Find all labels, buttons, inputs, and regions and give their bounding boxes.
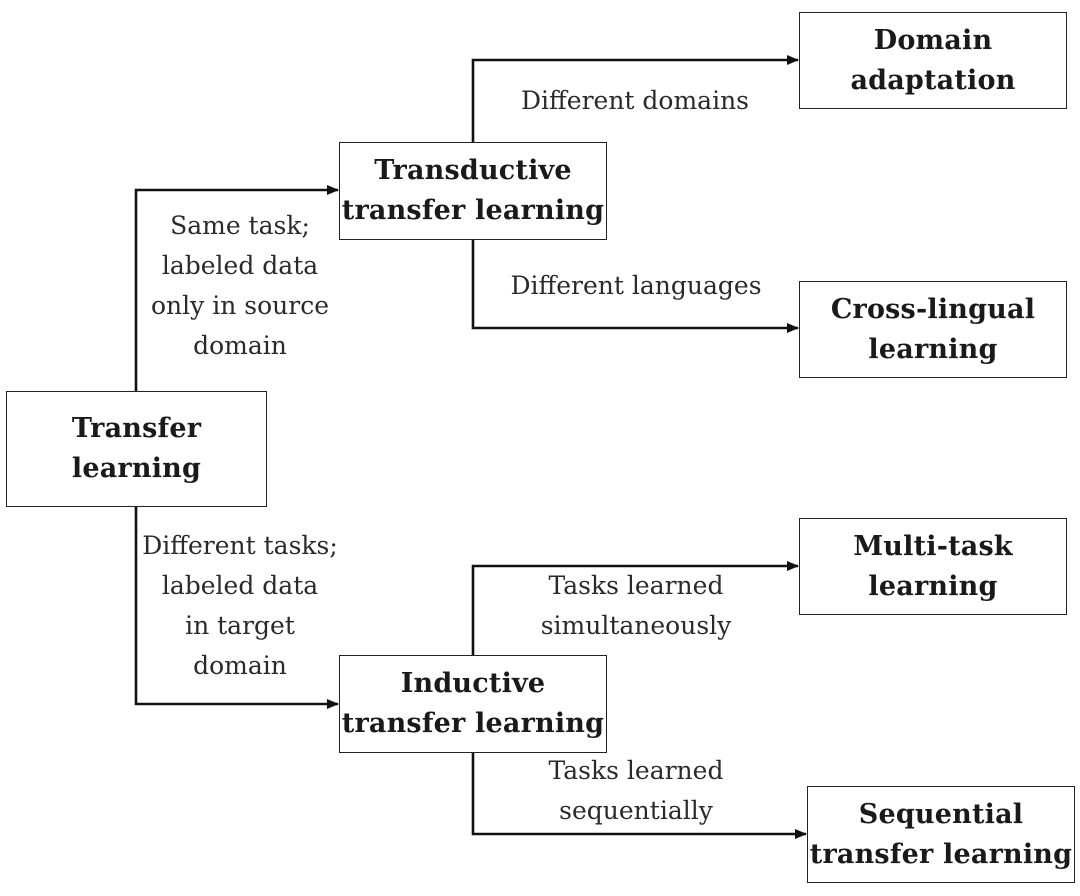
node-sequential-transfer-learning: Sequential transfer learning [807,786,1075,883]
node-label-line: Sequential [858,798,1024,830]
edge-transductive-to-domain-adaptation [471,55,799,142]
node-label-line: transfer learning [809,838,1073,870]
edge-label-line: Different languages [510,271,762,300]
node-label-line: learning [868,333,998,365]
edge-label-line: Tasks learned [548,756,724,785]
edge-label-line: labeled data [161,251,319,280]
node-inductive-transfer-learning: Inductive transfer learning [339,655,607,753]
node-label-line: learning [868,570,998,602]
node-multi-task-learning: Multi-task learning [799,518,1067,615]
edge-label-line: in target [185,611,295,640]
node-domain-adaptation: Domain adaptation [799,12,1067,109]
edge-label-different-tasks: Different tasks; labeled data in target … [135,526,345,686]
node-label-line: Cross-lingual [830,293,1036,325]
edge-transfer-to-transductive [134,185,339,392]
edge-label-line: domain [193,331,287,360]
node-label-line: adaptation [850,64,1016,96]
edge-label-tasks-sequentially: Tasks learned sequentially [506,751,766,831]
edge-inductive-to-sequential [471,752,807,839]
edge-label-line: Different tasks; [142,531,338,560]
edge-label-different-domains: Different domains [490,81,780,121]
node-transfer-learning: Transfer learning [6,391,267,507]
node-label-line: Multi-task [853,530,1013,562]
node-cross-lingual-learning: Cross-lingual learning [799,281,1067,378]
edge-label-line: Different domains [520,86,750,115]
node-label-line: Inductive [400,668,546,699]
node-label-line: Transductive [374,155,572,186]
edge-inductive-to-multi-task [471,561,799,656]
edge-label-line: only in source [151,291,329,320]
edge-label-line: Same task; [170,211,310,240]
edge-transfer-to-inductive [134,506,339,709]
edge-label-line: sequentially [559,796,713,825]
node-label-line: Domain [873,24,993,56]
node-label-line: learning [71,453,202,484]
node-label-line: transfer learning [341,708,605,739]
edge-label-line: Tasks learned [548,571,724,600]
node-label-line: transfer learning [341,195,605,226]
edge-label-tasks-simultaneously: Tasks learned simultaneously [506,566,766,646]
node-transductive-transfer-learning: Transductive transfer learning [339,142,607,240]
edge-label-line: labeled data [161,571,319,600]
edge-label-different-languages: Different languages [486,266,786,306]
edge-label-line: domain [193,651,287,680]
edge-transductive-to-cross-lingual [471,240,799,333]
edge-label-same-task: Same task; labeled data only in source d… [135,206,345,366]
edge-label-line: simultaneously [540,611,732,640]
node-label-line: Transfer [71,413,202,444]
